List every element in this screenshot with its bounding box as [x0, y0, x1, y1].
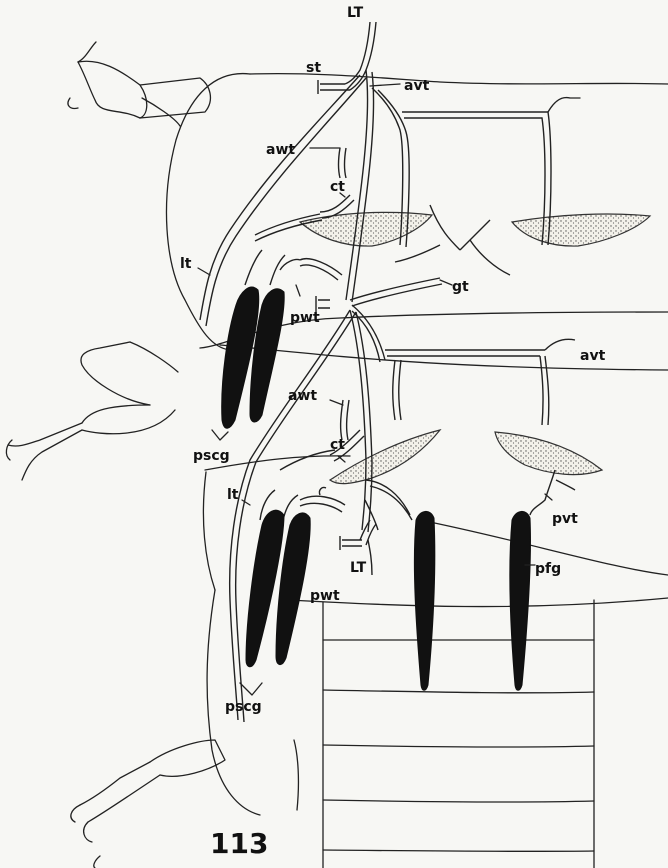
- label-pscg-upper: pscg: [193, 448, 230, 464]
- label-pwt-lower: pwt: [310, 588, 340, 604]
- label-LT-top: LT: [347, 5, 364, 21]
- label-pscg-lower: pscg: [225, 699, 262, 715]
- figure-number: 113: [210, 827, 268, 860]
- label-pfg: pfg: [535, 561, 561, 577]
- label-ct-upper: ct: [330, 179, 345, 195]
- label-avt-lower: avt: [580, 348, 606, 364]
- label-st: st: [306, 60, 321, 76]
- label-lt-lower: lt: [227, 487, 239, 503]
- label-LT-bottom: LT: [350, 560, 367, 576]
- label-awt-lower: awt: [288, 388, 317, 404]
- label-lt-upper: lt: [180, 256, 192, 272]
- leg-upper: [68, 42, 210, 126]
- label-pwt-upper: pwt: [290, 310, 320, 326]
- leg-lower: [71, 740, 225, 868]
- label-awt-upper: awt: [266, 142, 295, 158]
- label-ct-lower: ct: [330, 437, 345, 453]
- label-pvt: pvt: [552, 511, 578, 527]
- leg-middle: [6, 342, 178, 480]
- label-avt-upper: avt: [404, 78, 430, 94]
- labels: LT st avt awt ct lt gt pwt avt awt pscg …: [180, 5, 606, 860]
- label-gt: gt: [452, 279, 469, 295]
